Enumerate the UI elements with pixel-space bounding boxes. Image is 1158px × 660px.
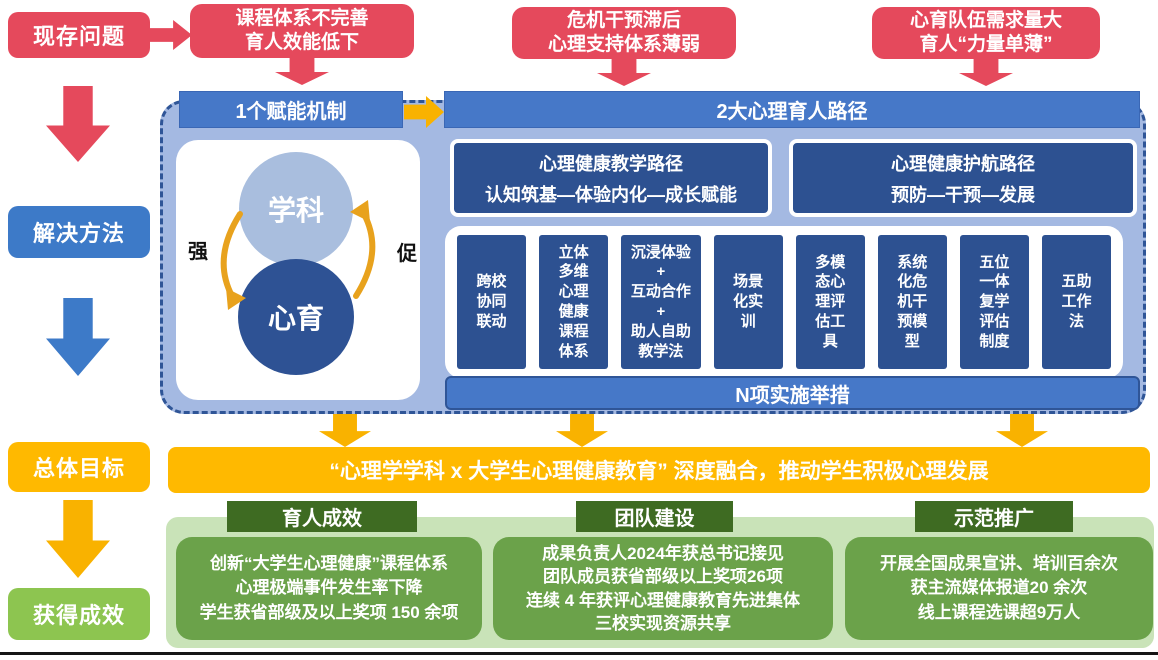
down-arrow-icon <box>46 298 110 376</box>
rail-label-outcome: 获得成效 <box>8 588 150 640</box>
rail-label-solution: 解决方法 <box>8 206 150 258</box>
down-arrow-icon <box>556 414 608 447</box>
problem-box-3: 心育队伍需求量大 育人“力量单薄” <box>872 7 1100 59</box>
measure-item-1: 跨校 协同 联动 <box>457 235 527 369</box>
down-arrow-icon <box>996 414 1048 447</box>
outcome-box-2: 成果负责人2024年获总书记接见 团队成员获省部级以上奖项26项 连续 4 年获… <box>493 537 833 640</box>
escort-path-box: 心理健康护航路径 预防—干预—发展 <box>789 139 1137 217</box>
measure-item-7: 五位 一体 复学 评估 制度 <box>959 235 1029 369</box>
teaching-path-title: 心理健康教学路径 <box>539 153 683 174</box>
escort-path-subtitle: 预防—干预—发展 <box>891 184 1035 205</box>
mechanism-panel: 学科 心育 强 促 <box>176 140 420 400</box>
outcome-header-1: 育人成效 <box>227 501 417 532</box>
strengthen-label: 强 <box>188 241 208 263</box>
cycle-arrows-icon <box>220 200 376 310</box>
problem-box-1: 课程体系不完善 育人效能低下 <box>190 4 414 58</box>
escort-path-title: 心理健康护航路径 <box>891 153 1035 174</box>
measure-item-6: 系统 化危 机干 预模 型 <box>877 235 947 369</box>
down-arrow-icon <box>46 86 110 162</box>
measure-item-5: 多模 态心 理评 估工 具 <box>795 235 865 369</box>
teaching-path-subtitle: 认知筑基—体验内化—成长赋能 <box>485 184 737 205</box>
mechanism-header: 1个赋能机制 <box>179 91 403 128</box>
goal-banner: “心理学学科 x 大学生心理健康教育” 深度融合，推动学生积极心理发展 <box>168 447 1150 493</box>
measure-item-8: 五助 工作 法 <box>1041 235 1111 369</box>
mental-education-circle: 心育 <box>238 259 354 375</box>
problem-box-2: 危机干预滞后 心理支持体系薄弱 <box>512 7 736 59</box>
down-arrow-icon <box>319 414 371 447</box>
paths-header: 2大心理育人路径 <box>444 91 1140 128</box>
teaching-path-box: 心理健康教学路径 认知筑基—体验内化—成长赋能 <box>450 139 772 217</box>
down-arrow-icon <box>959 59 1013 86</box>
measure-item-4: 场景 化实 训 <box>713 235 783 369</box>
measure-item-3: 沉浸体验 + 互动合作 + 助人自助 教学法 <box>621 235 701 369</box>
down-arrow-icon <box>46 500 110 578</box>
right-arrow-icon <box>150 20 192 50</box>
outcome-header-3: 示范推广 <box>915 501 1073 532</box>
outcome-box-3: 开展全国成果宣讲、培训百余次 获主流媒体报道20 余次 线上课程选课超9万人 <box>845 537 1153 640</box>
measures-footer-bar: N项实施举措 <box>445 376 1140 410</box>
down-arrow-icon <box>275 58 329 85</box>
discipline-circle: 学科 <box>239 152 353 266</box>
promote-label: 促 <box>397 243 417 265</box>
rail-label-goal: 总体目标 <box>8 442 150 492</box>
bottom-divider <box>0 652 1158 655</box>
measure-item-2: 立体 多维 心理 健康 课程 体系 <box>539 235 609 369</box>
rail-label-problem: 现存问题 <box>8 12 150 58</box>
down-arrow-icon <box>597 59 651 86</box>
outcome-header-2: 团队建设 <box>576 501 733 532</box>
outcome-box-1: 创新“大学生心理健康”课程体系 心理极端事件发生率下降 学生获省部级及以上奖项 … <box>176 537 482 640</box>
measures-panel: 跨校 协同 联动 立体 多维 心理 健康 课程 体系 沉浸体验 + 互动合作 +… <box>445 226 1123 378</box>
